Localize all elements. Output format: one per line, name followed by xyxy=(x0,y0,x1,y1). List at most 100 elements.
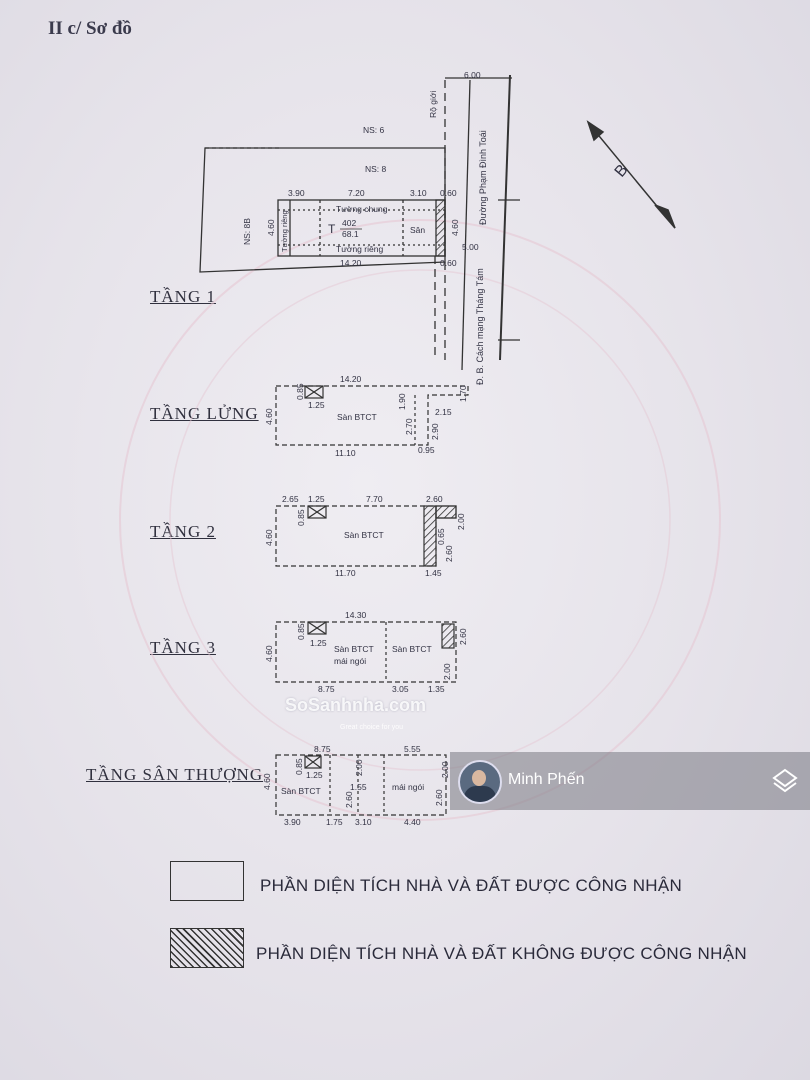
setback-label: Rộ giới xyxy=(428,91,438,118)
dim: 2.15 xyxy=(435,407,452,417)
dim: 1.25 xyxy=(306,770,323,780)
floor-area-label: mái ngói xyxy=(334,656,366,666)
dim: 1.75 xyxy=(326,817,343,827)
dim: 0.85 xyxy=(294,758,304,775)
dim: 0.60 xyxy=(440,188,457,198)
floor-area-label: mái ngói xyxy=(392,782,424,792)
dim: 5.55 xyxy=(404,744,421,754)
dim: 3.90 xyxy=(288,188,305,198)
legend-text-not-recognized: PHẦN DIỆN TÍCH NHÀ VÀ ĐẤT KHÔNG ĐƯỢC CÔN… xyxy=(256,944,747,963)
faint-seal xyxy=(119,219,721,821)
north-arrow xyxy=(586,120,676,229)
dim: 2.70 xyxy=(404,418,414,435)
ns8b: NS: 8B xyxy=(242,218,252,245)
dim: 14.20 xyxy=(340,258,362,268)
dim: 2.60 xyxy=(458,628,468,645)
dim: 2.60 xyxy=(434,789,444,806)
dim: 8.75 xyxy=(314,744,331,754)
ns8: NS: 8 xyxy=(365,164,387,174)
watermark-logo: SoSanhnha.com xyxy=(285,695,427,715)
dim: 2.60 xyxy=(426,494,443,504)
unrecognized-area-3 xyxy=(441,623,455,649)
dim: 1.70 xyxy=(458,385,468,402)
lot-area: 68.1 xyxy=(342,229,359,239)
floor-label-3: TẦNG 3 xyxy=(150,638,216,657)
dim: 0.85 xyxy=(296,623,306,640)
uploader-name[interactable]: Minh Phến xyxy=(508,771,585,788)
dim: 1.35 xyxy=(428,684,445,694)
legend-swatch-recognized xyxy=(170,861,244,901)
dim: 4.60 xyxy=(264,529,274,546)
dim: 2.00 xyxy=(442,663,452,680)
legend-text-recognized: PHẦN DIỆN TÍCH NHÀ VÀ ĐẤT ĐƯỢC CÔNG NHẬN xyxy=(260,876,683,895)
floor-area-label: Sàn BTCT xyxy=(334,644,374,654)
lot-letter: T xyxy=(328,222,336,236)
floor-area-label: Sàn BTCT xyxy=(392,644,432,654)
floor-label-2: TẦNG 2 xyxy=(150,522,216,541)
floor-area-label: Sàn BTCT xyxy=(281,786,321,796)
dim: 2.00 xyxy=(354,759,364,776)
floor-label-1: TẦNG 1 xyxy=(150,287,216,306)
dim: 1.25 xyxy=(310,638,327,648)
dim: 2.60 xyxy=(444,545,454,562)
rooftop-plan xyxy=(275,754,447,816)
dim: 8.75 xyxy=(318,684,335,694)
dim: 4.60 xyxy=(264,645,274,662)
dim: 14.30 xyxy=(345,610,367,620)
street-name-alt: Đ. B. Cách mạng Tháng Tám xyxy=(475,268,485,385)
dim: 1.90 xyxy=(397,393,407,410)
dim: 4.60 xyxy=(262,773,272,790)
wall-label: Tường riêng xyxy=(280,210,289,252)
dim: 2.00 xyxy=(440,761,450,778)
dim: 1.25 xyxy=(308,494,325,504)
yard-label: Sân xyxy=(410,225,425,235)
site-plan xyxy=(199,74,520,371)
dim: 2.90 xyxy=(430,423,440,440)
uploader-overlay xyxy=(450,752,810,810)
ns6: NS: 6 xyxy=(363,125,385,135)
legend-swatch-not-recognized xyxy=(170,928,244,968)
dim: 3.90 xyxy=(284,817,301,827)
dim: 2.65 xyxy=(282,494,299,504)
dim: 0.60 xyxy=(440,258,457,268)
floor-3-plan xyxy=(275,621,457,683)
dim: 3.10 xyxy=(410,188,427,198)
dim: 0.85 xyxy=(296,509,306,526)
dim: 7.70 xyxy=(366,494,383,504)
street-name: Đường Phạm Đình Toái xyxy=(478,130,488,225)
compass-label: B xyxy=(612,162,632,181)
dim: 2.60 xyxy=(344,791,354,808)
wall-label: Tường riêng xyxy=(336,244,383,254)
floor-label-mezzanine: TẦNG LỬNG xyxy=(150,404,259,423)
dim: 14.20 xyxy=(340,374,362,384)
floor-2-plan xyxy=(275,505,457,567)
dim: 11.70 xyxy=(335,568,356,578)
unrecognized-area-2 xyxy=(423,505,437,567)
unrecognized-strip-1 xyxy=(435,199,446,257)
dim: 4.40 xyxy=(404,817,421,827)
floor-area-label: Sàn BTCT xyxy=(337,412,377,422)
dim: 2.00 xyxy=(456,513,466,530)
dim: 3.05 xyxy=(392,684,409,694)
wall-label: Tường chung xyxy=(336,204,388,214)
layers-icon[interactable] xyxy=(772,768,798,794)
dim: 3.10 xyxy=(355,817,372,827)
dim: 4.60 xyxy=(266,219,276,236)
dim: 1.55 xyxy=(350,782,367,792)
dim: 0.85 xyxy=(295,383,305,400)
road-width: 6.00 xyxy=(464,70,481,80)
user-avatar-icon[interactable] xyxy=(458,760,502,804)
floor-label-rooftop: TẦNG SÂN THƯỢNG xyxy=(86,765,264,784)
dim: 1.25 xyxy=(308,400,325,410)
dim: 1.45 xyxy=(425,568,442,578)
lot-number: 402 xyxy=(342,218,356,228)
watermark-tagline: Great choice for you xyxy=(340,724,404,731)
floor-area-label: Sàn BTCT xyxy=(344,530,384,540)
mezzanine-plan xyxy=(275,385,469,446)
dim: 0.95 xyxy=(418,445,435,455)
dim: 7.20 xyxy=(348,188,365,198)
section-heading: II c/ Sơ đồ xyxy=(48,18,132,39)
dim: 5.00 xyxy=(462,242,479,252)
